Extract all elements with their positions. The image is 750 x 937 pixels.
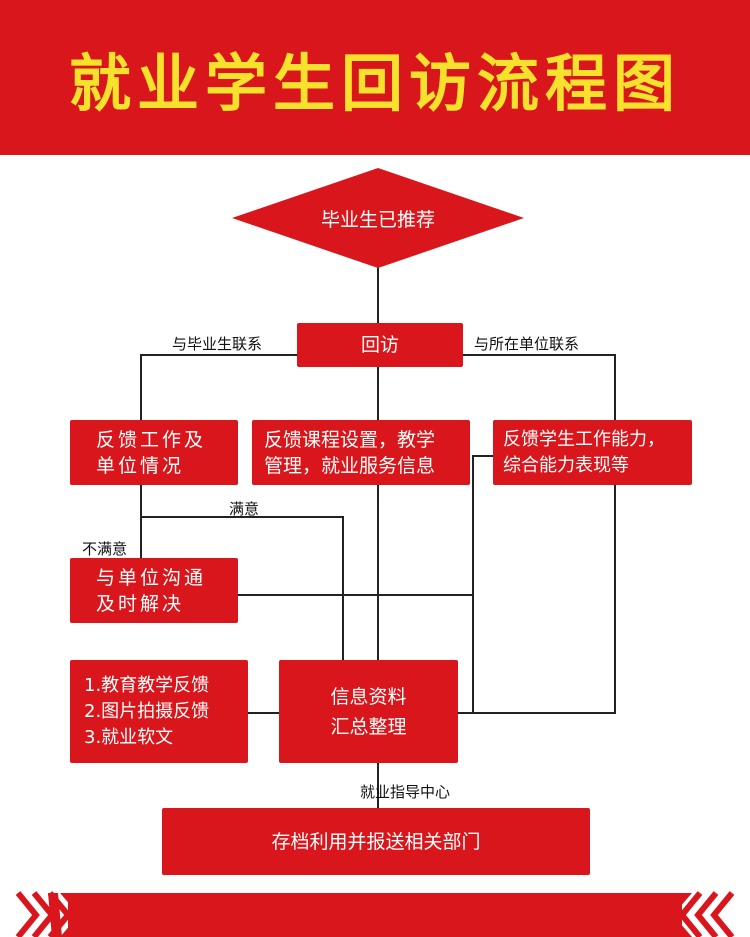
visit-label: 回访 <box>360 334 399 356</box>
feedback-list-box: 1.教育教学反馈 2.图片拍摄反馈 3.就业软文 <box>70 660 248 763</box>
feedback-work-box: 反馈工作及 单位情况 <box>70 420 238 485</box>
edge-label-bottom: 就业指导中心 <box>360 783 451 801</box>
edge-label-right: 与所在单位联系 <box>474 335 580 353</box>
feedback-ability-box: 反馈学生工作能力， 综合能力表现等 <box>493 420 692 485</box>
unsatisfied-label: 不满意 <box>82 540 128 558</box>
line-visit-left <box>140 354 297 420</box>
bottom-banner <box>60 893 692 937</box>
summary-box: 信息资料 汇总整理 <box>279 660 458 763</box>
edge-label-left: 与毕业生联系 <box>172 335 263 353</box>
communicate-box: 与单位沟通 及时解决 <box>70 558 238 623</box>
page-title: 就业学生回访流程图 <box>68 46 681 120</box>
right-chevron-icon <box>678 891 735 937</box>
line-satisfied <box>141 516 344 660</box>
line-right-down <box>458 485 616 714</box>
archive-box: 存档利用并报送相关部门 <box>162 808 590 875</box>
visit-box: 回访 <box>297 323 463 367</box>
archive-label: 存档利用并报送相关部门 <box>271 830 481 853</box>
left-chevron-icon <box>15 891 72 937</box>
start-label: 毕业生已推荐 <box>320 209 435 231</box>
line-visit-right <box>463 354 616 420</box>
line-right-box <box>472 455 493 713</box>
start-diamond <box>232 168 524 268</box>
header-banner: 就业学生回访流程图 <box>0 0 750 155</box>
feedback-course-box: 反馈课程设置，教学 管理，就业服务信息 <box>252 420 470 485</box>
satisfied-label: 满意 <box>229 500 260 518</box>
